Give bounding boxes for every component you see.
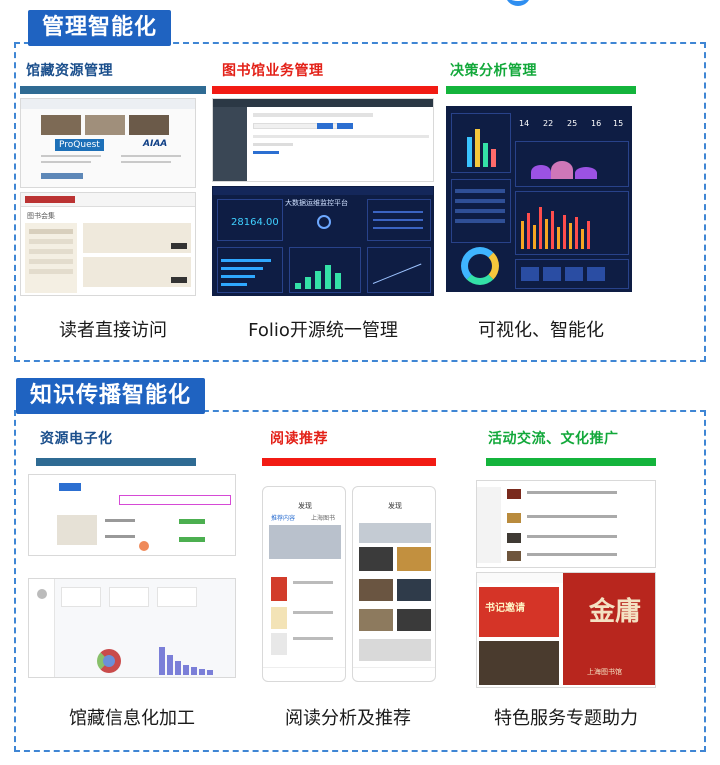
col-title-decision-analysis: 决策分析管理: [450, 63, 537, 79]
section1-frame: [14, 42, 706, 362]
section2-frame: [14, 410, 706, 752]
title-bar-green: [446, 86, 636, 94]
caption-cataloging: 馆藏信息化加工: [69, 708, 195, 729]
col-title-library-business-management: 图书馆业务管理: [222, 63, 324, 79]
caption-special-service: 特色服务专题助力: [494, 708, 638, 729]
phone-1-tab-1: 推荐内容: [271, 515, 296, 522]
poster-text-1: 书记邀请: [485, 603, 525, 614]
kpi-4: 16: [591, 119, 602, 128]
caption-reader-access: 读者直接访问: [59, 320, 167, 341]
digitization-list-screenshot: [28, 474, 236, 556]
top-arc-decoration: [505, 0, 531, 6]
dashboard-value: 28164.00: [231, 217, 279, 228]
catalog-heading: 图书会集: [27, 212, 55, 220]
kpi-2: 22: [543, 119, 554, 128]
title-bar-blue-2: [36, 458, 196, 466]
promotion-posters-screenshot: 书记邀请 金庸 上海图书馆: [476, 572, 656, 688]
dashboard-title: 大数据运维监控平台: [285, 199, 348, 207]
caption-visual-intelligent: 可视化、智能化: [478, 320, 604, 341]
poster-text-3: 上海图书馆: [587, 668, 622, 676]
phone-screen-2: 发现: [352, 486, 436, 682]
phone-1-tab-2: 上海图书: [311, 515, 336, 522]
activity-list-screenshot: [476, 480, 656, 568]
section2-tab: 知识传播智能化: [16, 378, 206, 414]
title-bar-red-2: [262, 458, 436, 466]
phone-screen-1: 发现 推荐内容 上海图书: [262, 486, 346, 682]
proquest-logo: ProQuest: [55, 139, 104, 151]
cataloging-stats-screenshot: [28, 578, 236, 678]
col-title-reading-recommendation: 阅读推荐: [270, 431, 328, 447]
phone-1-header: 发现: [298, 502, 312, 510]
col-title-activity-promotion: 活动交流、文化推广: [488, 431, 619, 447]
poster-text-2: 金庸: [589, 597, 642, 627]
library-portal-screenshot: ProQuest AIAA: [20, 98, 196, 188]
kpi-1: 14: [519, 119, 530, 128]
caption-folio: Folio开源统一管理: [248, 320, 398, 341]
col-title-collection-management: 馆藏资源管理: [26, 63, 113, 79]
kpi-5: 15: [613, 119, 624, 128]
kpi-3: 25: [567, 119, 578, 128]
decision-dashboard-screenshot: 14 22 25 16 15: [446, 106, 632, 292]
folio-admin-screenshot: [212, 98, 434, 182]
title-bar-blue: [20, 86, 206, 94]
col-title-digitization: 资源电子化: [40, 431, 113, 447]
bigdata-dashboard-screenshot: 大数据运维监控平台 28164.00: [212, 186, 434, 296]
aiaa-logo: AIAA: [143, 139, 168, 149]
phone-2-header: 发现: [388, 502, 402, 510]
section1-tab: 管理智能化: [28, 10, 172, 46]
title-bar-green-2: [486, 458, 656, 466]
caption-reading-analysis: 阅读分析及推荐: [285, 708, 411, 729]
title-bar-red: [212, 86, 438, 94]
library-catalog-screenshot: 图书会集: [20, 192, 196, 296]
